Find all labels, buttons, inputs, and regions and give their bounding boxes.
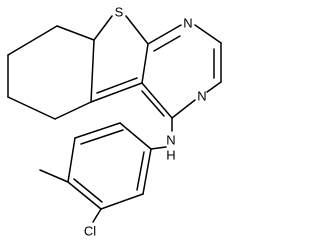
amine-hydrogen-label: H xyxy=(166,148,175,163)
bond-lines xyxy=(7,15,222,223)
amine-nitrogen-label: N xyxy=(166,133,175,148)
pyrimidine-nitrogen-top-label: N xyxy=(183,16,192,31)
pyrimidine-nitrogen-right-label: N xyxy=(197,89,206,104)
molecule-structure: S N N N H Cl xyxy=(7,5,222,239)
sulfur-label: S xyxy=(115,5,124,20)
chlorine-label: Cl xyxy=(84,224,96,239)
atom-labels: S N N N H Cl xyxy=(84,5,207,239)
